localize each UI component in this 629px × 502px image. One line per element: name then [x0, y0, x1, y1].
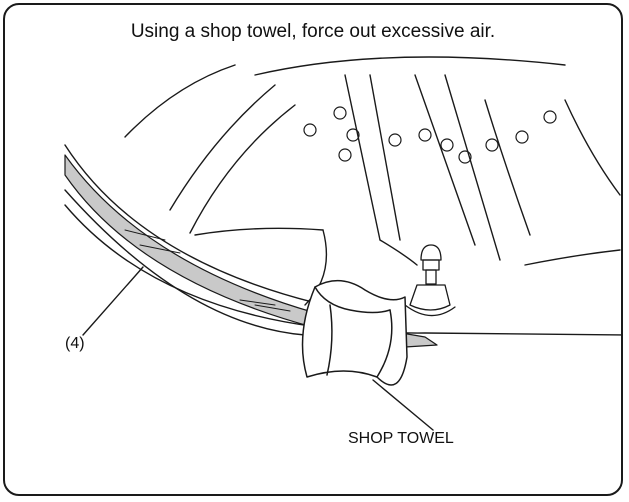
- spoke-left: [124, 64, 236, 138]
- spoke-center-d: [444, 74, 501, 261]
- valve-stem-icon: [404, 244, 456, 317]
- bead-band: [64, 154, 438, 348]
- shop-towel-icon: [301, 280, 408, 386]
- spoke-left-3: [189, 104, 296, 234]
- spoke-left-4: [194, 227, 324, 236]
- leader-part-4: [82, 266, 144, 336]
- spoke-right-a: [484, 99, 531, 236]
- instruction-text: Using a shop towel, force out excessive …: [130, 21, 496, 42]
- spoke-link-2: [379, 239, 418, 266]
- spoke-center-b: [369, 74, 401, 241]
- wheel-illustration: [64, 56, 621, 431]
- brake-disc-arc: [254, 56, 566, 76]
- spoke-left-2: [169, 84, 276, 211]
- bead-hatch: [124, 229, 291, 312]
- spoke-right-b: [564, 99, 621, 196]
- leader-towel: [372, 379, 434, 431]
- shop-towel-label: SHOP TOWEL: [348, 430, 454, 447]
- spoke-center-c: [414, 74, 476, 246]
- spoke-center-a: [344, 74, 381, 241]
- illustration-frame: Using a shop towel, force out excessive …: [3, 3, 623, 496]
- part-number-label: (4): [65, 335, 85, 352]
- tire-line: [64, 189, 306, 336]
- spoke-right-c: [524, 249, 621, 266]
- brake-disc-holes: [303, 106, 557, 164]
